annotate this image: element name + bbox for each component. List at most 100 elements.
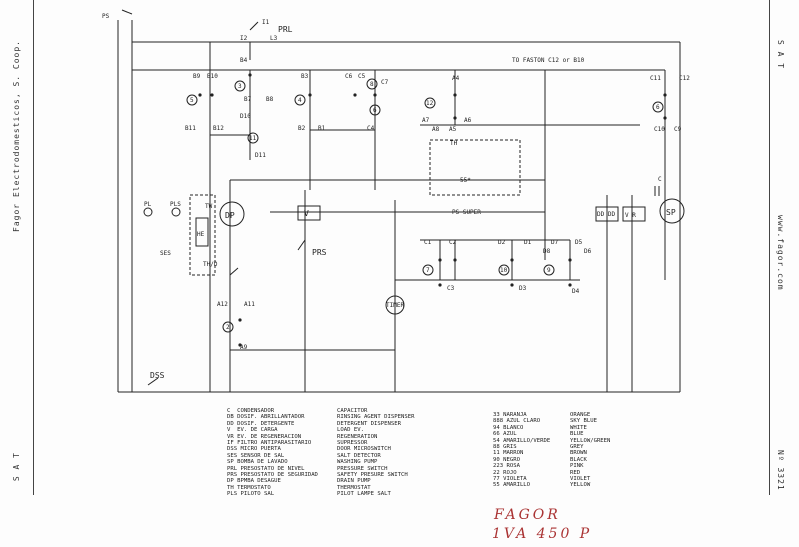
terminal-label: D3	[519, 285, 527, 292]
legend-entry: V EV. DE CARGA	[227, 427, 278, 434]
terminal-label: TW	[205, 203, 213, 210]
v-label: V	[304, 209, 309, 218]
legend-entry: SES SENSOR DE SAL	[227, 452, 285, 459]
legend-entry: GREY	[570, 443, 584, 450]
legend-entry: RINSING AGENT DISPENSER	[337, 414, 415, 421]
terminal-label: C7	[381, 79, 389, 86]
terminal-label: B1	[318, 125, 326, 132]
terminal-label: C2	[449, 239, 457, 246]
terminal-label: B7	[244, 96, 252, 103]
pls-label: PLS	[170, 201, 181, 208]
right-sat-label: S A T	[776, 40, 785, 70]
legend-entry: YELLOW/GREEN	[570, 437, 611, 444]
legend-entry: RED	[570, 469, 581, 476]
legend-entry: 88 GRIS	[493, 443, 517, 450]
legend-entry: DRAIN PUMP	[337, 478, 371, 485]
terminal-label: C11	[650, 75, 661, 82]
timer-label: TIMER	[386, 302, 404, 309]
terminal-label: TH/D	[203, 261, 218, 268]
terminal-label: B4	[240, 57, 248, 64]
terminal-label: B10	[207, 73, 218, 80]
legend-entry: 22 ROJO	[493, 469, 517, 476]
node-number: 9	[547, 267, 551, 274]
legend-entry: REGENERATION	[337, 433, 378, 440]
ps-super-label: PS SUPER	[452, 209, 481, 216]
right-margin-line	[769, 0, 770, 495]
he-label: HE	[197, 231, 205, 238]
legend-entry: PLS PILOTO SAL	[227, 491, 275, 498]
terminal-label: B11	[185, 125, 196, 132]
legend-entry: PILOT LAMPE SALT	[337, 491, 391, 498]
node-number: 10	[500, 267, 508, 274]
handwritten-model: 1VA 450 P	[492, 526, 593, 542]
node-number: 6	[656, 104, 660, 111]
left-margin-line	[33, 0, 34, 495]
terminal-label: B3	[301, 73, 309, 80]
terminal-label: C12	[679, 75, 690, 82]
terminal-label: C4	[367, 125, 375, 132]
legend-entry: DSS MICRO PUERTA	[227, 446, 281, 453]
legend-entry: VIOLET	[570, 475, 591, 482]
vr-label: V R	[625, 212, 636, 219]
terminal-label: D2	[498, 239, 506, 246]
node-number: 8	[370, 81, 374, 88]
terminal-label: D11	[255, 152, 266, 159]
legend-entry: BLUE	[570, 431, 584, 438]
legend-entry: SALT DETECTOR	[337, 452, 381, 459]
ses-label: SES	[160, 250, 171, 257]
legend-entry: 90 NEGRO	[493, 456, 520, 463]
legend-entry: 33 NARANJA	[493, 412, 527, 418]
terminal-label: C6	[345, 73, 353, 80]
legend-entry: 94 BLANCO	[493, 424, 524, 431]
terminal-label: A11	[244, 301, 255, 308]
terminal-label: I2	[240, 35, 248, 42]
terminal-label: D5	[575, 239, 583, 246]
legend-entry: 54 AMARILLO/VERDE	[493, 437, 551, 444]
terminal-label: TH	[450, 140, 458, 147]
terminal-label: I1	[262, 19, 270, 26]
dp-label: DP	[225, 211, 235, 220]
terminal-label: C5	[358, 73, 366, 80]
node-number: 12	[426, 100, 434, 107]
terminal-label: C10	[654, 126, 665, 133]
legend-entry: BROWN	[570, 450, 587, 457]
legend-entry: PRESSURE SWITCH	[337, 465, 388, 472]
legend-entry: C CONDENSADOR	[227, 408, 275, 414]
legend-entry: WHITE	[570, 424, 587, 431]
legend-entry: ORANGE	[570, 412, 591, 418]
legend-entry: VR EV. DE REGENERACION	[227, 433, 302, 440]
terminal-label: D1	[524, 239, 532, 246]
legend-entry: CAPACITOR	[337, 408, 368, 414]
terminal-label: A9	[240, 344, 248, 351]
terminal-label: A5	[449, 126, 457, 133]
terminal-label: B9	[193, 73, 201, 80]
legend-entry: 55 AMARILLO	[493, 482, 531, 489]
legend-entry: SUPRESSOR	[337, 439, 368, 446]
legend-entry: DOOR MICROSWITCH	[337, 446, 391, 453]
terminal-label: C1	[424, 239, 432, 246]
terminal-label: C9	[674, 126, 682, 133]
handwritten-brand: FAGOR	[494, 507, 561, 523]
terminal-label: 55*	[460, 177, 471, 184]
terminal-label: D7	[551, 239, 559, 246]
terminal-label: C3	[447, 285, 455, 292]
legend-entry: 888 AZUL CLARO	[493, 418, 541, 425]
legend-entry: SKY BLUE	[570, 418, 597, 425]
faston-label: TO FASTON C12 or B10	[512, 57, 585, 64]
legend-entry: 66 AZUL	[493, 431, 517, 438]
legend-entry: DB DOSIF. ABRILLANTADOR	[227, 414, 305, 421]
legend-entry: TH TERMOSTATO	[227, 484, 271, 491]
terminal-label: A4	[452, 75, 460, 82]
terminal-label: A6	[464, 117, 472, 124]
terminal-label: A12	[217, 301, 228, 308]
sp-label: SP	[666, 208, 676, 217]
terminal-label: D6	[584, 248, 592, 255]
legend-entry: PRS PRESOSTATO DE SEGURIDAD	[227, 471, 318, 478]
legend-entry: THERMOSTAT	[337, 484, 371, 491]
legend-entry: SAFETY PRESURE SWITCH	[337, 471, 408, 478]
terminal-label: A7	[422, 117, 430, 124]
terminal-label: L3	[270, 35, 278, 42]
